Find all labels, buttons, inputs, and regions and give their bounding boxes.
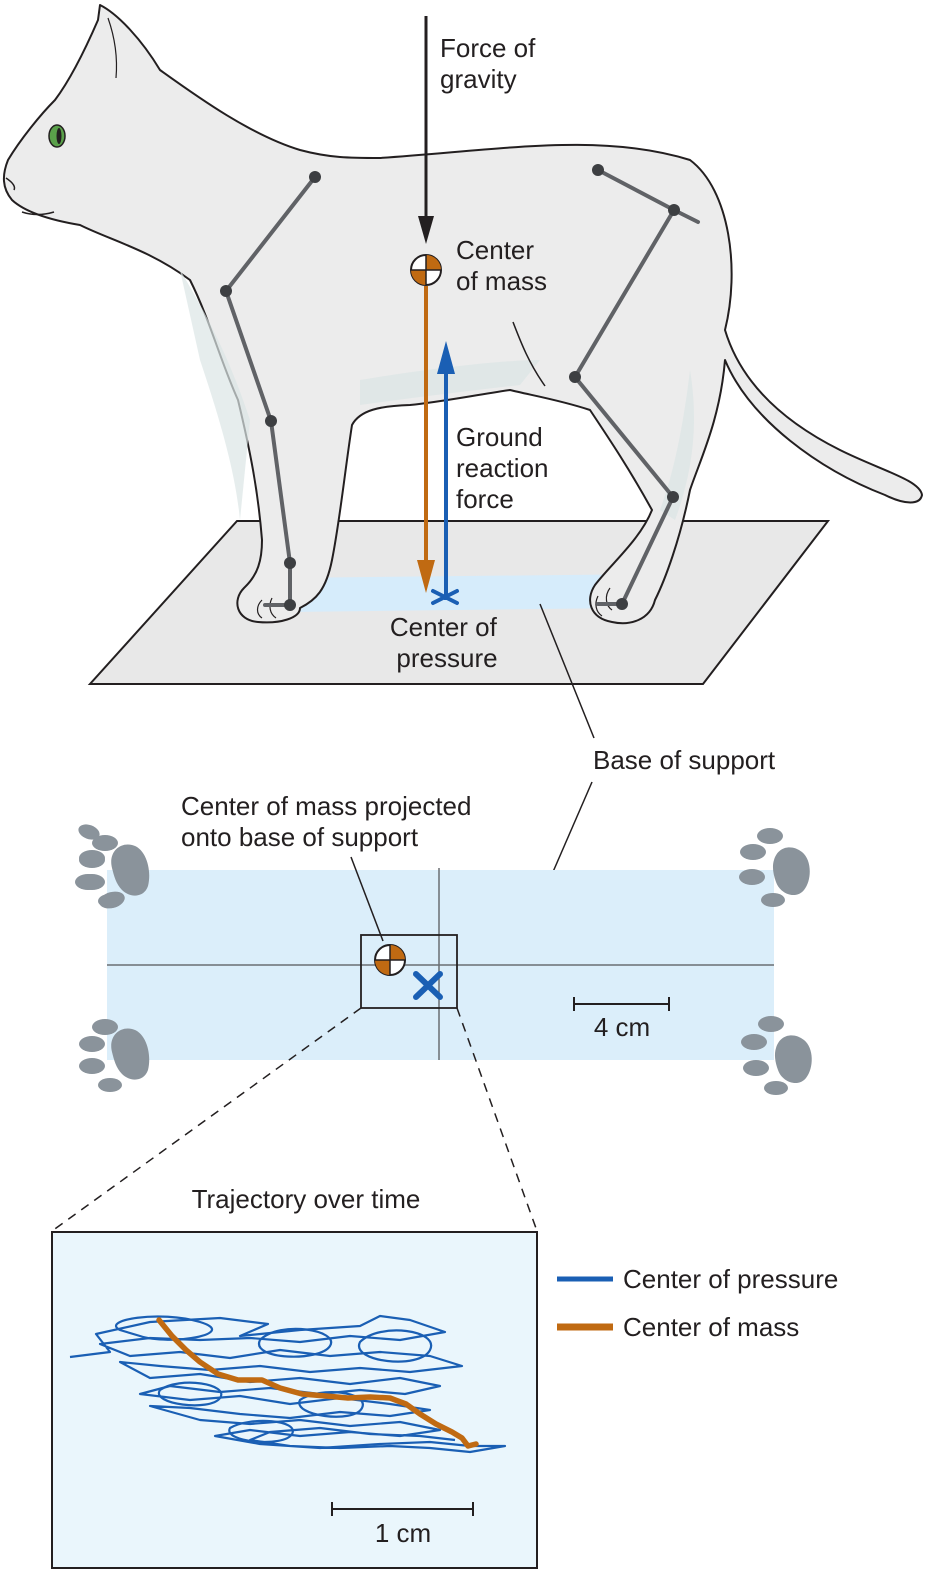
zoom-region-box [360,934,458,1009]
cat-body [2,4,923,625]
hind-knee-joint [668,204,680,216]
hind-toe-joint [616,598,628,610]
legend-label-com: Center of mass [623,1312,799,1342]
label-scale-1cm: 1 cm [375,1518,431,1548]
front-toe-joint [284,599,296,611]
hind-hock-joint [569,371,581,383]
hind-leg-skeleton [569,164,700,610]
projected-center-of-mass-symbol [374,944,406,976]
hind-hip-joint [592,164,604,176]
front-shoulder-joint [309,171,321,183]
legend: Center of pressure Center of mass [557,1264,838,1342]
label-center-of-mass: Center of mass [456,235,547,296]
cat-illustration [2,4,923,625]
com-trajectory [156,1317,479,1449]
front-ankle-joint [284,557,296,569]
com-projected-pointer [350,856,384,942]
cat-ear-inner [107,17,118,79]
label-scale-4cm: 4 cm [594,1012,650,1042]
label-trajectory-title: Trajectory over time [192,1184,421,1214]
center-of-pressure-marker [431,589,459,605]
label-com-projected: Center of mass projected onto base of su… [181,791,479,852]
gravity-arrow [418,16,434,244]
hind-ankle-joint [667,491,679,503]
ground-reaction-arrow [437,341,455,600]
paw-print-bottom-left [79,1019,150,1092]
paw-print-top-right [739,828,810,907]
scale-bar-4cm [573,997,670,1011]
front-leg-skeleton [220,171,321,611]
label-ground-reaction-force: Ground reaction force [456,422,556,514]
center-of-mass-symbol [410,254,442,286]
cat-hind-paw-lines [595,587,613,617]
label-center-of-pressure: Center of pressure [390,612,504,673]
label-force-of-gravity: Force of gravity [440,33,543,94]
scale-bar-1cm [331,1502,474,1516]
paw-print-bottom-right [741,1016,812,1095]
paw-print-top-left-main [79,835,150,908]
front-elbow-joint [220,285,232,297]
projected-center-of-pressure-marker [413,971,443,1000]
label-base-of-support: Base of support [593,745,776,775]
cat-front-paw-lines [256,597,277,619]
cop-trajectory-loops [115,1315,433,1444]
zoom-line-right [456,1007,538,1232]
trajectory-inset [51,1231,538,1569]
cat-flank-contour [512,321,546,387]
cat-mouth [5,177,55,216]
front-wrist-joint [265,415,277,427]
legend-label-cop: Center of pressure [623,1264,838,1294]
platform-base-of-support [280,574,655,612]
com-projection-arrow [417,286,435,593]
cat-pupil [56,128,62,144]
base-of-support-pointer-top [539,603,595,739]
